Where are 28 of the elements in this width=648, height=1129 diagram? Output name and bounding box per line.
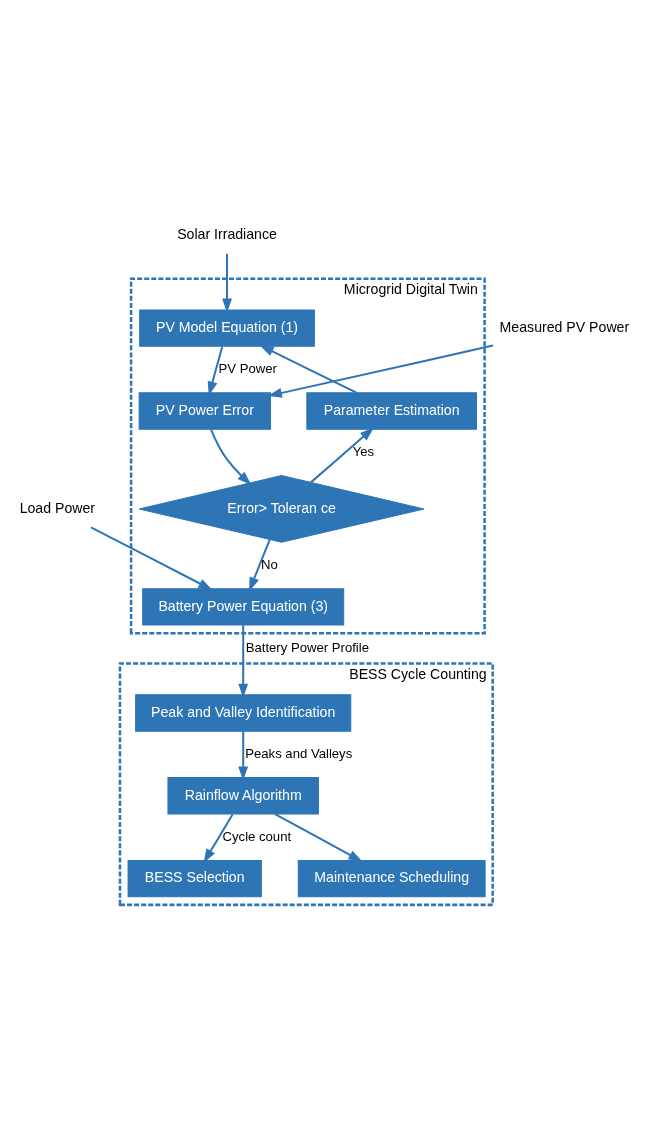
node-diamond: Error> Toleran ce (138, 474, 425, 543)
node-box: PV Model Equation (1) (139, 308, 315, 347)
node-box: Maintenance Scheduling (297, 859, 486, 897)
arrow (203, 813, 234, 863)
edge-label: No (261, 556, 278, 572)
arrow (238, 624, 249, 698)
edge-label: Yes (352, 443, 375, 459)
arrow (274, 812, 363, 862)
node-box: Battery Power Equation (3) (142, 587, 345, 626)
edge-label: PV Power (218, 360, 277, 376)
node-text: Load Power (19, 499, 96, 516)
node-text: Measured PV Power (499, 318, 630, 335)
node-box: Peak and Valley Identification (135, 693, 352, 732)
arrow (249, 538, 271, 591)
node-box: PV Power Error (138, 391, 271, 430)
arrow (209, 428, 252, 485)
node-box: BESS Selection (127, 859, 262, 897)
edge-label: Peaks and Valleys (245, 745, 353, 761)
node-text: Solar Irradiance (177, 225, 277, 242)
arrow (259, 344, 357, 394)
arrow (310, 426, 375, 483)
edge-label: Battery Power Profile (245, 639, 369, 655)
arrow (207, 345, 224, 396)
node-box: Rainflow Algorithm (167, 776, 319, 814)
arrow (222, 253, 232, 313)
node-box: Parameter Estimation (306, 391, 478, 430)
arrow (90, 525, 213, 590)
edge-label: Cycle count (222, 828, 292, 844)
